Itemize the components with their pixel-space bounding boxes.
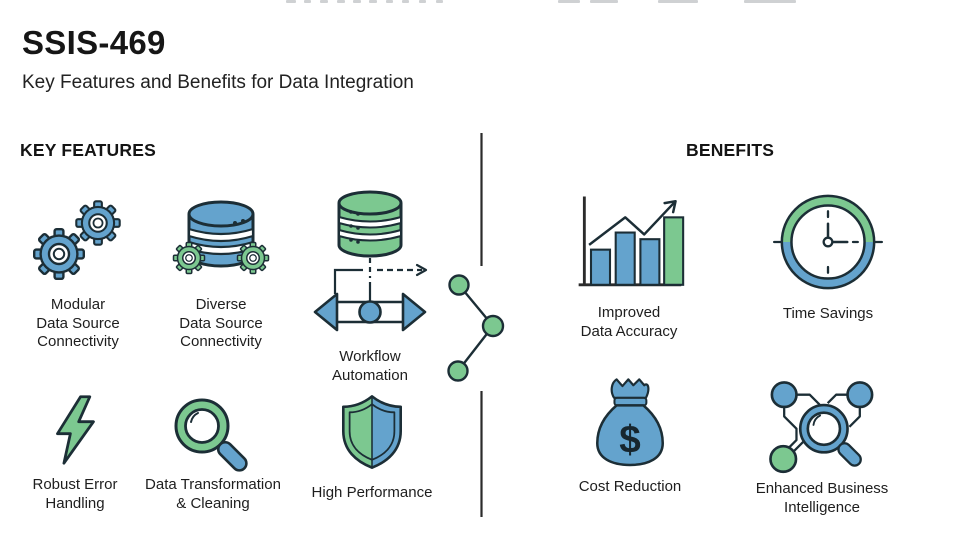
feature-label: Diverse Data Source Connectivity — [179, 296, 263, 351]
connector-nodes — [447, 274, 505, 382]
gears-icon — [33, 200, 121, 280]
network-magnifier-icon — [769, 381, 874, 474]
lightning-bolt-icon — [56, 395, 95, 465]
feature-item-error-handling: Robust Error Handling — [5, 394, 145, 513]
section-divider — [447, 133, 505, 517]
money-bag-icon: $ — [596, 378, 664, 467]
page-title: SSIS-469 — [22, 24, 166, 61]
benefits-heading: BENEFITS — [686, 140, 775, 160]
feature-item-high-performance: High Performance — [302, 392, 442, 503]
feature-label: Workflow Automation — [332, 348, 408, 384]
benefit-label: Enhanced Business Intelligence — [755, 480, 889, 516]
shield-icon — [342, 395, 402, 469]
features-heading: KEY FEATURES — [20, 140, 156, 160]
benefit-item-improved-accuracy: Improved Data Accuracy — [559, 190, 699, 341]
feature-item-modular-connectivity: Modular Data Source Connectivity — [8, 200, 148, 352]
benefit-label: Improved Data Accuracy — [580, 304, 678, 340]
page-subtitle: Key Features and Benefits for Data Integ… — [22, 72, 414, 93]
magnifier-icon — [174, 398, 248, 472]
feature-label: High Performance — [311, 484, 433, 501]
benefit-item-business-intelligence: Enhanced Business Intelligence — [748, 372, 896, 517]
bar-chart-growth-icon — [578, 196, 685, 287]
benefit-label: Time Savings — [782, 305, 874, 322]
benefit-item-cost-reduction: $ Cost Reduction — [560, 376, 700, 497]
feature-label: Robust Error Handling — [32, 476, 118, 512]
benefit-item-time-savings: Time Savings — [758, 192, 898, 324]
feature-item-data-transformation: Data Transformation & Cleaning — [143, 392, 283, 513]
clock-icon — [772, 194, 883, 290]
feature-label: Data Transformation & Cleaning — [145, 476, 281, 512]
feature-item-diverse-connectivity: Diverse Data Source Connectivity — [151, 196, 291, 352]
dollar-sign: $ — [619, 418, 640, 461]
database-workflow-icon — [313, 190, 428, 332]
feature-item-workflow-automation: Workflow Automation — [300, 190, 440, 385]
feature-label: Modular Data Source Connectivity — [36, 296, 120, 351]
benefit-label: Cost Reduction — [578, 478, 682, 495]
database-gears-icon — [172, 200, 270, 275]
